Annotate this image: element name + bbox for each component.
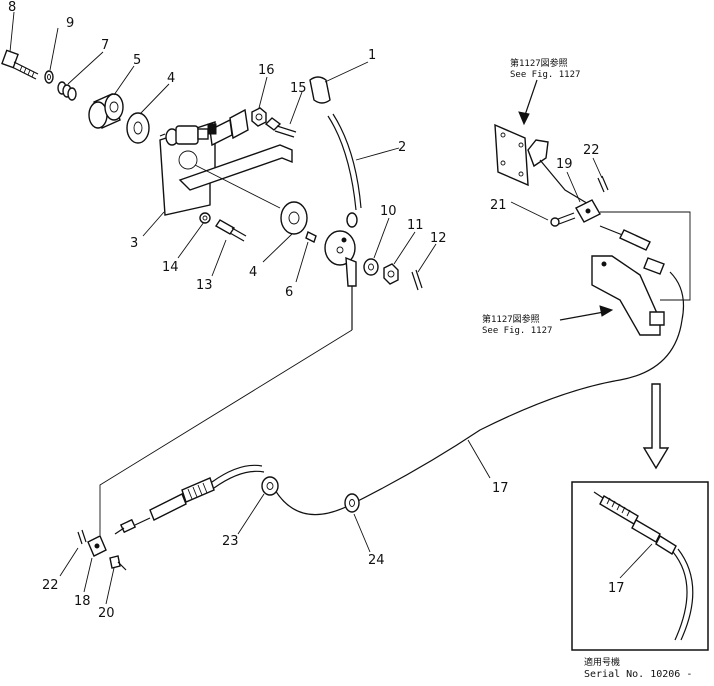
callout-12: 12 xyxy=(430,231,447,246)
part-1-knob xyxy=(309,76,331,104)
callout-8: 8 xyxy=(8,0,16,15)
callout-10: 10 xyxy=(380,204,397,219)
linkage-line xyxy=(99,329,353,535)
part-6-pin xyxy=(305,231,317,243)
callout-5: 5 xyxy=(133,53,141,68)
part-24-grommet xyxy=(344,493,360,513)
part-22-clip-upper xyxy=(597,175,609,193)
ref-upper-en: See Fig. 1127 xyxy=(510,70,580,80)
part-20-bolt xyxy=(109,555,127,571)
part-2-lever xyxy=(327,113,362,228)
callout-4b: 4 xyxy=(249,265,257,280)
callout-23: 23 xyxy=(222,534,239,549)
callout-18: 18 xyxy=(74,594,91,609)
callout-16: 16 xyxy=(258,63,275,78)
callout-22-upper: 22 xyxy=(583,143,600,158)
callout-2: 2 xyxy=(398,140,406,155)
callout-3: 3 xyxy=(130,236,138,251)
part-18-clevis xyxy=(87,535,107,557)
callout-24: 24 xyxy=(368,553,385,568)
mount-bracket-upper xyxy=(494,123,591,206)
part-16-nut xyxy=(251,107,267,127)
lever-hub xyxy=(324,230,357,330)
part-14-washer xyxy=(199,212,211,224)
part-8-bolt xyxy=(1,49,39,80)
reference-notes: 第1127図参照 See Fig. 1127 第1127図参照 See Fig.… xyxy=(482,57,692,680)
callout-22-lower: 22 xyxy=(42,578,59,593)
part-4-washer-lower xyxy=(280,201,308,235)
callout-15: 15 xyxy=(290,81,307,96)
callout-labels: 8 9 7 5 4 1 2 3 14 13 4 6 16 15 10 11 12… xyxy=(8,0,625,621)
part-4-washer-upper xyxy=(126,112,150,144)
part-7-spring xyxy=(57,81,77,101)
callout-19: 19 xyxy=(556,157,573,172)
inset-arrow xyxy=(642,383,670,470)
inset-serial-jp: 適用号機 xyxy=(584,656,620,668)
assembly-line xyxy=(194,164,281,209)
part-10-washer xyxy=(363,258,379,276)
part-21-bolt xyxy=(550,212,576,227)
part-22-clip-lower xyxy=(77,529,87,545)
leader-lines xyxy=(9,11,653,605)
callout-13: 13 xyxy=(196,278,213,293)
callout-4: 4 xyxy=(167,71,175,86)
ref-middle-jp: 第1127図参照 xyxy=(482,313,540,325)
callout-17: 17 xyxy=(492,481,509,496)
ref-arrow-upper xyxy=(518,79,538,126)
cable-end-upper xyxy=(599,225,665,275)
part-actuator xyxy=(159,123,217,146)
callout-1: 1 xyxy=(368,48,376,63)
ref-middle-en: See Fig. 1127 xyxy=(482,326,552,336)
part-5-hub xyxy=(88,93,124,129)
callout-14: 14 xyxy=(162,260,179,275)
callout-20: 20 xyxy=(98,606,115,621)
part-15-bolt xyxy=(264,117,297,138)
cable-end-lower xyxy=(114,518,137,535)
callout-9: 9 xyxy=(66,16,74,31)
ref-upper-jp: 第1127図参照 xyxy=(510,57,568,69)
part-9-washer xyxy=(44,70,54,84)
callout-17-inset: 17 xyxy=(608,581,625,596)
part-13-bolt xyxy=(215,219,247,242)
callout-11: 11 xyxy=(407,218,424,233)
part-12-cotter-pin xyxy=(411,269,423,291)
callout-21: 21 xyxy=(490,198,507,213)
inset-serial-en: Serial No. 10206 - xyxy=(584,669,692,680)
part-11-nut xyxy=(383,263,399,285)
ref-arrow-middle xyxy=(559,305,614,321)
cable-end-frame xyxy=(600,211,691,301)
inset-box xyxy=(571,481,709,651)
mount-bracket-lower xyxy=(591,255,665,336)
callout-6: 6 xyxy=(285,285,293,300)
part-23-grommet xyxy=(261,476,279,496)
part-19-block xyxy=(575,199,601,223)
callout-7: 7 xyxy=(101,38,109,53)
